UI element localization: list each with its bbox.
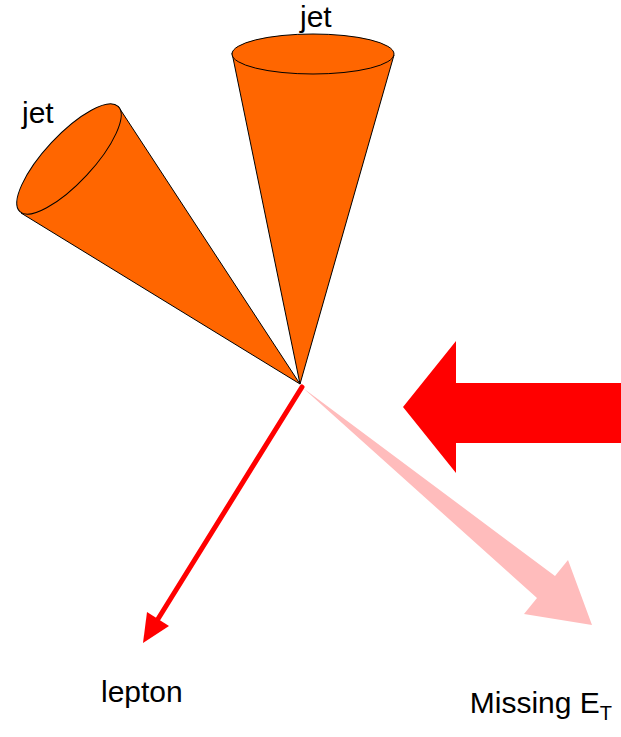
missing-et-label: Missing ET [470, 688, 612, 718]
beam-arrow [403, 341, 621, 473]
jet-cone [232, 53, 394, 384]
lepton-track [158, 387, 302, 619]
jet-cone-mouth [232, 34, 394, 74]
lepton-label: lepton [101, 677, 183, 707]
jet-label: jet [22, 98, 54, 128]
lepton-arrowhead [143, 612, 169, 643]
jet-cone-mouth [2, 90, 135, 228]
subscript: T [600, 702, 612, 724]
missing-et-text: Missing E [470, 686, 600, 719]
jet-label: jet [300, 2, 332, 32]
